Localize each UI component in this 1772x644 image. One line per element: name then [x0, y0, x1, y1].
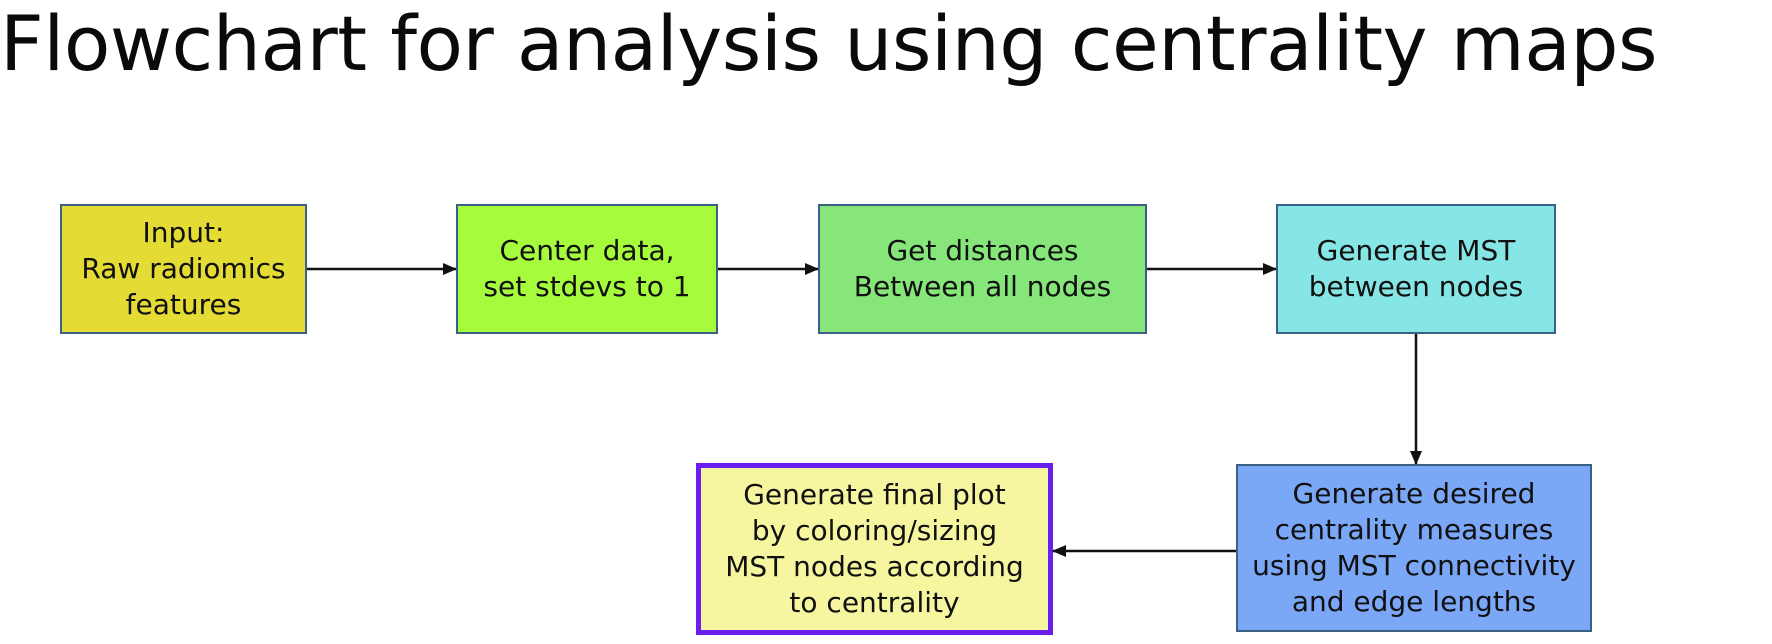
center-data-node: Center data, set stdevs to 1: [456, 204, 718, 334]
final-plot-node: Generate final plot by coloring/sizing M…: [696, 463, 1053, 635]
input-node-label: Input: Raw radiomics features: [81, 216, 286, 321]
page-title: Flowchart for analysis using centrality …: [0, 0, 1658, 88]
generate-mst-node-label: Generate MST between nodes: [1308, 234, 1524, 303]
final-plot-node-label: Generate final plot by coloring/sizing M…: [725, 478, 1024, 619]
center-data-node-label: Center data, set stdevs to 1: [483, 234, 691, 303]
distances-node: Get distances Between all nodes: [818, 204, 1147, 334]
centrality-measures-node-label: Generate desired centrality measures usi…: [1252, 477, 1576, 618]
centrality-measures-node: Generate desired centrality measures usi…: [1236, 464, 1592, 632]
distances-node-label: Get distances Between all nodes: [853, 234, 1112, 303]
input-node: Input: Raw radiomics features: [60, 204, 307, 334]
generate-mst-node: Generate MST between nodes: [1276, 204, 1556, 334]
